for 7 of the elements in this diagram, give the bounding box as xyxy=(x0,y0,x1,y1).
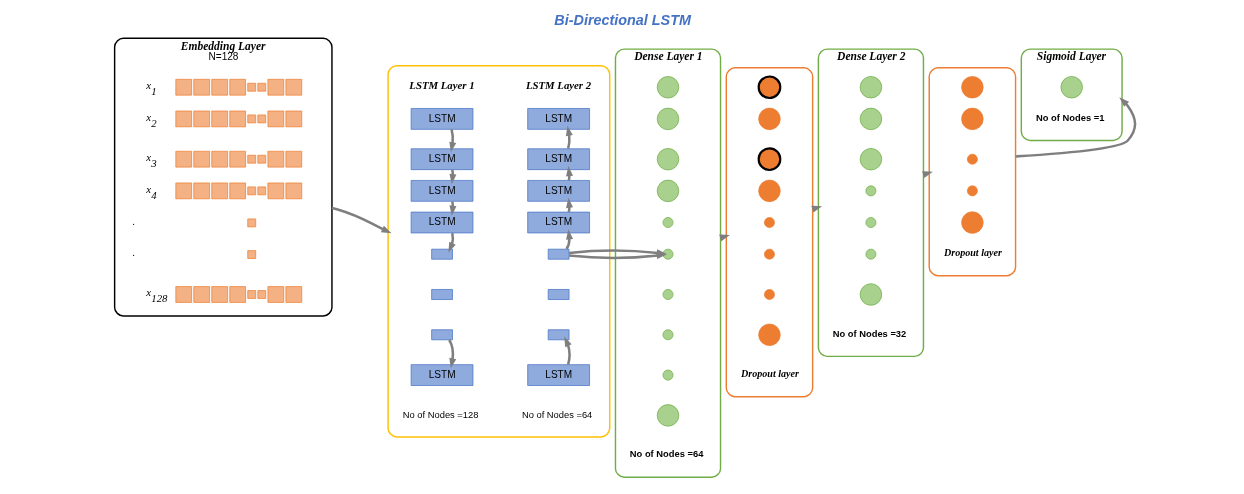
label: . xyxy=(132,246,136,259)
label: LSTM Layer 1 xyxy=(409,79,475,92)
label: . xyxy=(132,214,136,227)
label: No of Nodes =128 xyxy=(402,409,479,420)
label: No of Nodes =64 xyxy=(521,409,593,420)
diagram-title: Bi-Directional LSTM xyxy=(554,11,691,28)
label: LSTM Layer 2 xyxy=(525,79,592,92)
